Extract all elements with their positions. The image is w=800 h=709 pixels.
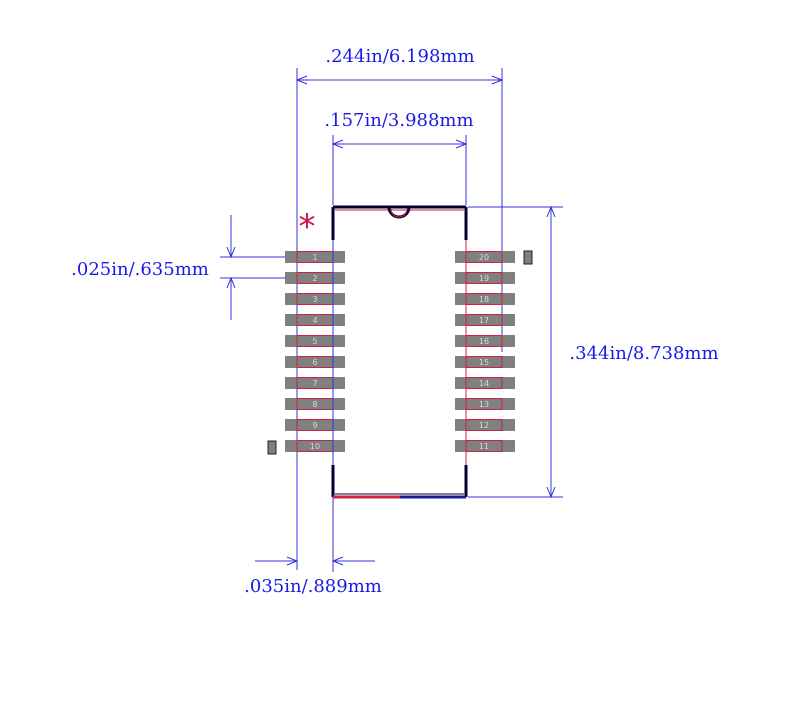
right-pin-number: 12 [479,421,489,430]
right-pad-18 [455,293,515,305]
left-pad-9 [285,419,345,431]
left-pad-1 [285,251,345,263]
right-pad-16 [455,335,515,347]
pin1-marker: * [299,207,316,247]
right-pad-17 [455,314,515,326]
left-pin-number: 5 [312,337,317,346]
left-pad-3 [285,293,345,305]
corner-marker-right [523,250,533,265]
pitch-dimension: .025in/.635mm [71,215,316,320]
left-pin-number: 7 [312,379,317,388]
right-pin-number: 11 [479,442,489,451]
right-pad-19 [455,272,515,284]
pad-width-label: .035in/.889mm [244,576,382,597]
right-pin-number: 20 [479,253,489,262]
corner-marker-left [267,440,277,455]
left-pin-number: 6 [312,358,317,367]
left-pad-5 [285,335,345,347]
left-pad-6 [285,356,345,368]
pitch-label: .025in/.635mm [71,259,209,280]
length-dimension: .344in/8.738mm [468,205,719,499]
left-pin-number: 2 [312,274,317,283]
overall-width-label: .244in/6.198mm [325,46,474,67]
left-pad-4 [285,314,345,326]
right-pin-number: 19 [479,274,489,283]
left-pad-7 [285,377,345,389]
left-pad-row: 1 2 3 4 5 6 7 8 9 10 [285,251,345,452]
right-pad-20 [455,251,515,263]
body-width-dimension: .157in/3.988mm [324,110,474,205]
right-pad-12 [455,419,515,431]
left-pin-number: 1 [312,253,317,262]
left-pad-10 [285,440,345,452]
right-pad-row: 20 19 18 17 16 15 14 13 12 11 [455,251,515,452]
left-pin-number: 4 [312,316,317,325]
right-pin-number: 13 [479,400,489,409]
body-width-label: .157in/3.988mm [324,110,473,131]
pad-width-dimension: .035in/.889mm [244,497,382,597]
right-pad-15 [455,356,515,368]
right-pin-number: 14 [479,379,489,388]
left-pad-2 [285,272,345,284]
left-pin-number: 10 [310,442,320,451]
right-pin-number: 17 [479,316,489,325]
right-pin-number: 18 [479,295,489,304]
right-pad-11 [455,440,515,452]
right-pad-13 [455,398,515,410]
package-outline [331,205,468,499]
left-pad-8 [285,398,345,410]
left-pin-number: 3 [312,295,317,304]
length-label: .344in/8.738mm [569,343,718,364]
left-pin-number: 9 [312,421,317,430]
right-pin-number: 16 [479,337,489,346]
right-pin-number: 15 [479,358,489,367]
left-pin-number: 8 [312,400,317,409]
right-pad-14 [455,377,515,389]
